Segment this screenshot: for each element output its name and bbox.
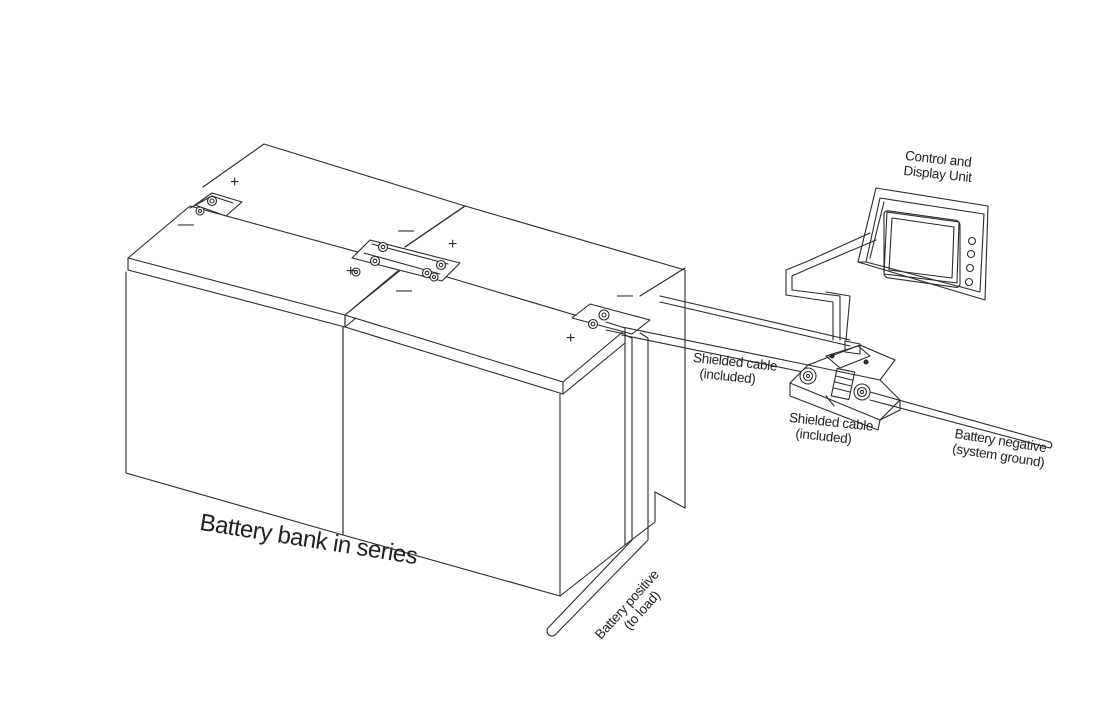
minus-symbol-1: — [178, 216, 194, 233]
series-link-bracket [351, 239, 461, 282]
minus-symbol-2: — [398, 222, 414, 239]
terminal-symbols: + — — + + — — + [178, 174, 633, 347]
shielded-cable-1 [621, 295, 851, 374]
battery-negative-cable [869, 391, 1053, 449]
minus-symbol-3: — [396, 282, 412, 299]
minus-symbol-4: — [617, 287, 633, 304]
plus-symbol-1: + [230, 174, 239, 191]
shunt [789, 340, 901, 431]
battery-positive-cable [546, 332, 649, 637]
terminal-bracket-right [571, 303, 651, 335]
battery-back-right [404, 205, 686, 509]
plus-symbol-2: + [448, 236, 457, 253]
plus-symbol-4: + [566, 330, 575, 347]
display-data-cable [785, 232, 877, 341]
control-display-unit [857, 187, 989, 301]
plus-symbol-3: + [346, 263, 355, 280]
terminal-bracket-1 [189, 192, 243, 217]
